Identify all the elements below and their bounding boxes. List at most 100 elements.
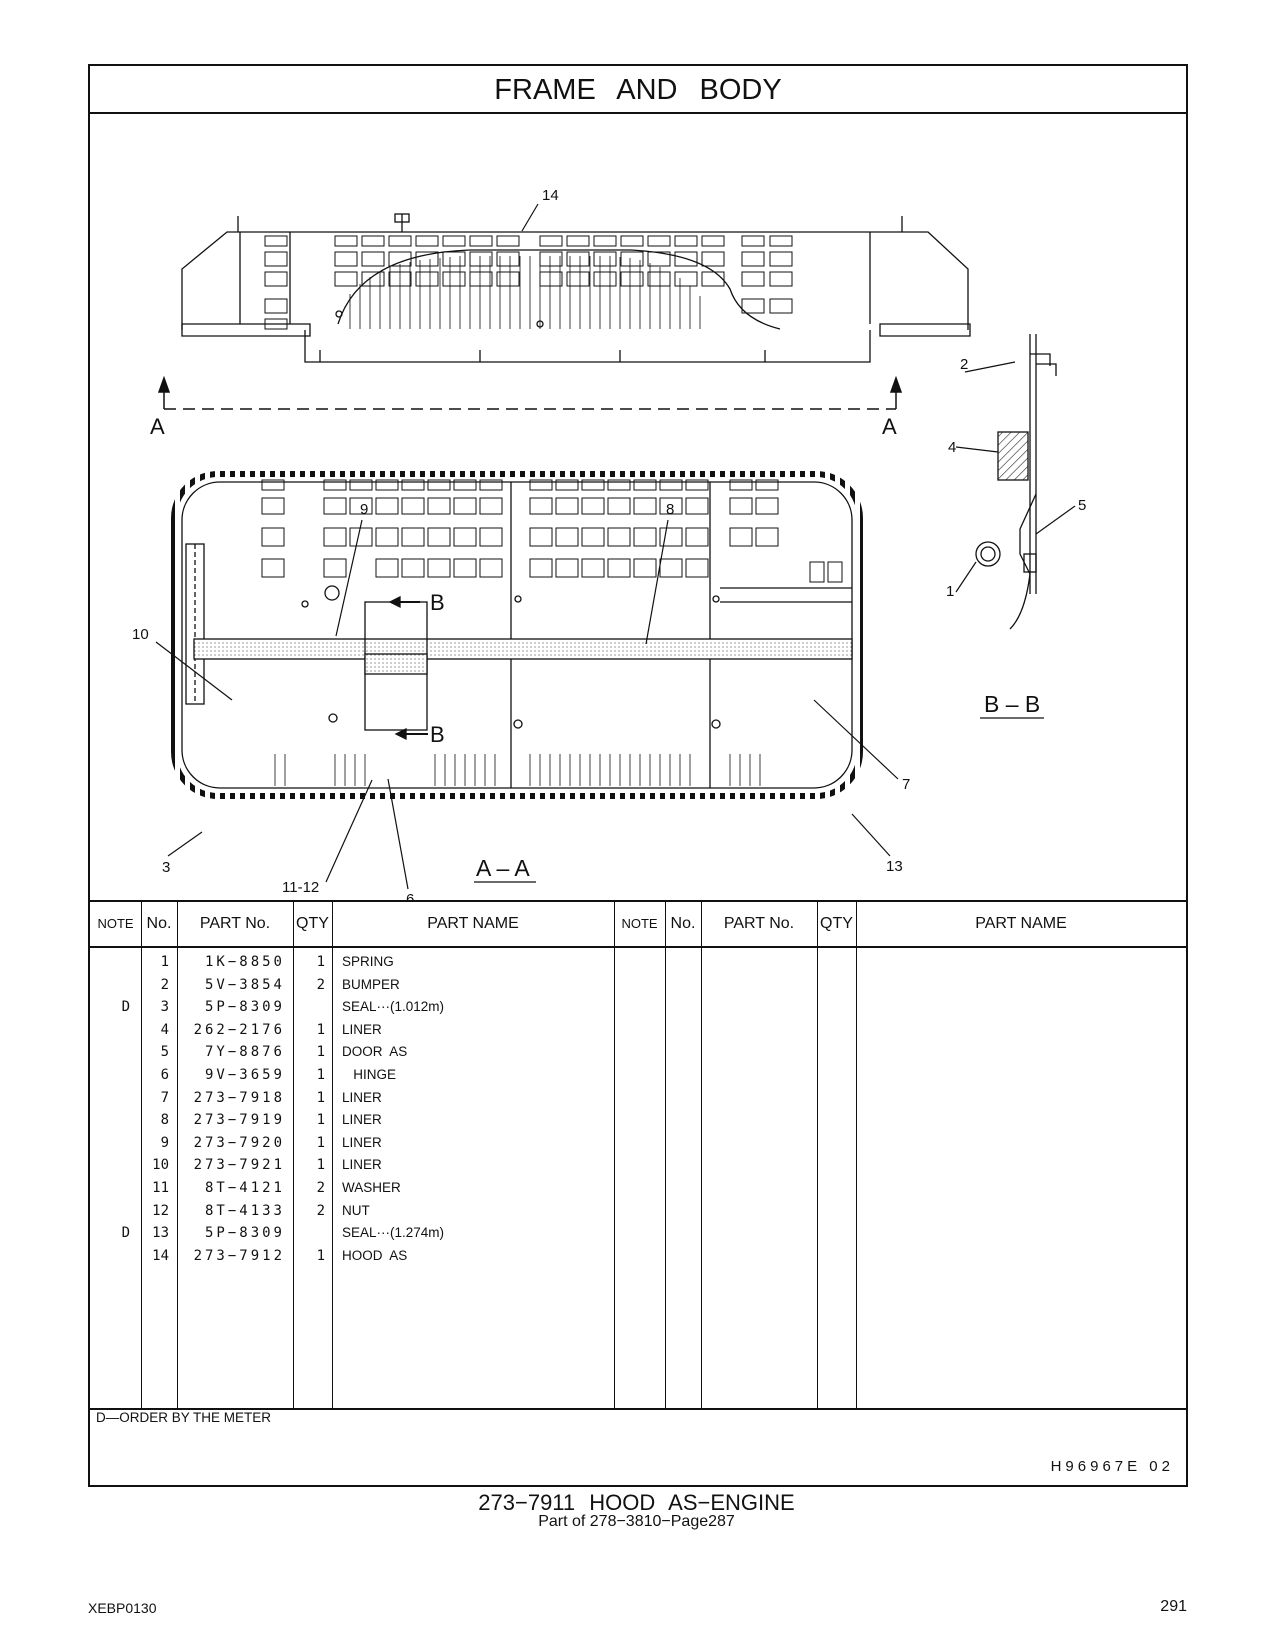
callout-13: 13 xyxy=(886,858,903,875)
header-qty-right: QTY xyxy=(820,915,853,932)
row-part-name: LINER xyxy=(342,1157,382,1173)
row-part-number: 9V−3659 xyxy=(204,1067,285,1083)
page-title: FRAME AND BODY xyxy=(90,66,1186,114)
col-rule xyxy=(701,900,702,1408)
row-part-name: SPRING xyxy=(342,954,394,969)
row-part-number: 5P−8309 xyxy=(204,999,285,1016)
row-part-number: 273−7918 xyxy=(193,1089,285,1106)
row-quantity: 1 xyxy=(316,1089,325,1106)
col-rule xyxy=(665,900,666,1408)
table-bottom-rule xyxy=(90,1408,1186,1410)
row-part-name: SEAL···(1.274m) xyxy=(342,1225,445,1241)
col-rule xyxy=(332,900,333,1408)
row-item-number: 12 xyxy=(152,1202,169,1219)
header-no-left: No. xyxy=(146,915,172,932)
callout-5: 5 xyxy=(1078,497,1086,514)
callout-2: 2 xyxy=(960,356,968,373)
row-item-number: 1 xyxy=(160,954,169,970)
row-item-number: 14 xyxy=(152,1247,169,1264)
row-part-name: NUT xyxy=(342,1202,370,1218)
callout-4: 4 xyxy=(948,439,956,456)
table-row: D 3 5P−8309 SEAL···(1.012m) xyxy=(90,999,690,1022)
row-quantity: 1 xyxy=(316,1247,325,1264)
row-part-number: 273−7919 xyxy=(193,1112,285,1129)
section-bb-label: B – B xyxy=(984,691,1040,717)
hood-top-view xyxy=(181,213,971,363)
row-part-number: 273−7920 xyxy=(193,1134,285,1151)
section-aa-view xyxy=(171,471,863,799)
header-note-right: NOTE xyxy=(621,916,658,931)
row-part-name: BUMPER xyxy=(342,976,400,992)
section-bb-view xyxy=(975,334,1057,630)
row-part-number: 1K−8850 xyxy=(204,954,285,970)
header-no-right: No. xyxy=(670,915,696,932)
row-part-name: LINER xyxy=(342,1134,382,1150)
row-item-number: 9 xyxy=(160,1134,169,1151)
row-part-number: 7Y−8876 xyxy=(204,1044,285,1061)
row-quantity: 1 xyxy=(316,1157,325,1174)
table-row: 7 273−7918 1 LINER xyxy=(90,1090,690,1113)
col-rule xyxy=(141,900,142,1408)
view-b-label-bottom: B xyxy=(430,722,445,747)
row-note: D xyxy=(121,999,130,1016)
callout-8: 8 xyxy=(666,501,674,518)
row-part-number: 262−2176 xyxy=(193,1021,285,1038)
section-aa-label: A – A xyxy=(476,855,530,881)
row-quantity: 2 xyxy=(316,1202,325,1219)
view-a-label-left: A xyxy=(150,414,165,439)
callout-9: 9 xyxy=(360,501,368,518)
hood-drawing-svg: 14 2 4 5 1 9 8 10 7 3 11-12 6 13 A A B B… xyxy=(132,187,1086,900)
callout-11-12: 11-12 xyxy=(282,879,319,896)
row-part-number: 5P−8309 xyxy=(204,1225,285,1242)
parts-table-header: NOTE No. PART No. QTY PART NAME NOTE No.… xyxy=(90,900,1186,948)
row-part-number: 8T−4133 xyxy=(204,1202,285,1219)
row-quantity: 1 xyxy=(316,1134,325,1151)
table-row: 12 8T−4133 2 NUT xyxy=(90,1203,690,1226)
row-quantity: 1 xyxy=(316,1021,325,1038)
table-row: 5 7Y−8876 1 DOOR AS xyxy=(90,1044,690,1067)
callout-14: 14 xyxy=(542,187,559,204)
row-note: D xyxy=(121,1225,130,1242)
row-item-number: 5 xyxy=(160,1044,169,1061)
row-part-name: LINER xyxy=(342,1089,382,1105)
row-item-number: 8 xyxy=(160,1112,169,1129)
col-rule xyxy=(856,900,857,1408)
row-item-number: 7 xyxy=(160,1089,169,1106)
row-part-name: LINER xyxy=(342,1021,382,1037)
header-partno-left: PART No. xyxy=(199,915,271,932)
exploded-drawing: 14 2 4 5 1 9 8 10 7 3 11-12 6 13 A A B B… xyxy=(90,114,1186,900)
row-quantity: 1 xyxy=(316,1067,325,1083)
parts-page-frame: FRAME AND BODY xyxy=(88,64,1188,1487)
row-part-number: 5V−3854 xyxy=(204,976,285,993)
drawing-code: H96967E 02 xyxy=(1050,1458,1174,1475)
header-partname-left: PART NAME xyxy=(427,915,519,932)
callout-3: 3 xyxy=(162,859,170,876)
header-qty-left: QTY xyxy=(296,915,329,932)
callout-6: 6 xyxy=(406,891,414,900)
row-part-name: LINER xyxy=(342,1112,382,1128)
col-rule xyxy=(614,900,615,1408)
row-quantity: 2 xyxy=(316,1180,325,1196)
callout-7: 7 xyxy=(902,776,910,793)
row-item-number: 3 xyxy=(160,999,169,1016)
row-part-name: SEAL···(1.012m) xyxy=(342,999,445,1015)
row-quantity: 1 xyxy=(316,954,325,970)
view-a-label-right: A xyxy=(882,414,897,439)
row-part-number: 8T−4121 xyxy=(204,1180,285,1196)
table-row: 9 273−7920 1 LINER xyxy=(90,1135,690,1158)
row-part-name: DOOR AS xyxy=(342,1044,408,1060)
header-note-left: NOTE xyxy=(97,916,134,931)
row-item-number: 6 xyxy=(160,1067,169,1083)
col-rule xyxy=(817,900,818,1408)
row-item-number: 2 xyxy=(160,976,169,993)
row-quantity: 1 xyxy=(316,1044,325,1061)
assembly-caption: 273−7911 HOOD AS−ENGINE xyxy=(478,1490,795,1515)
